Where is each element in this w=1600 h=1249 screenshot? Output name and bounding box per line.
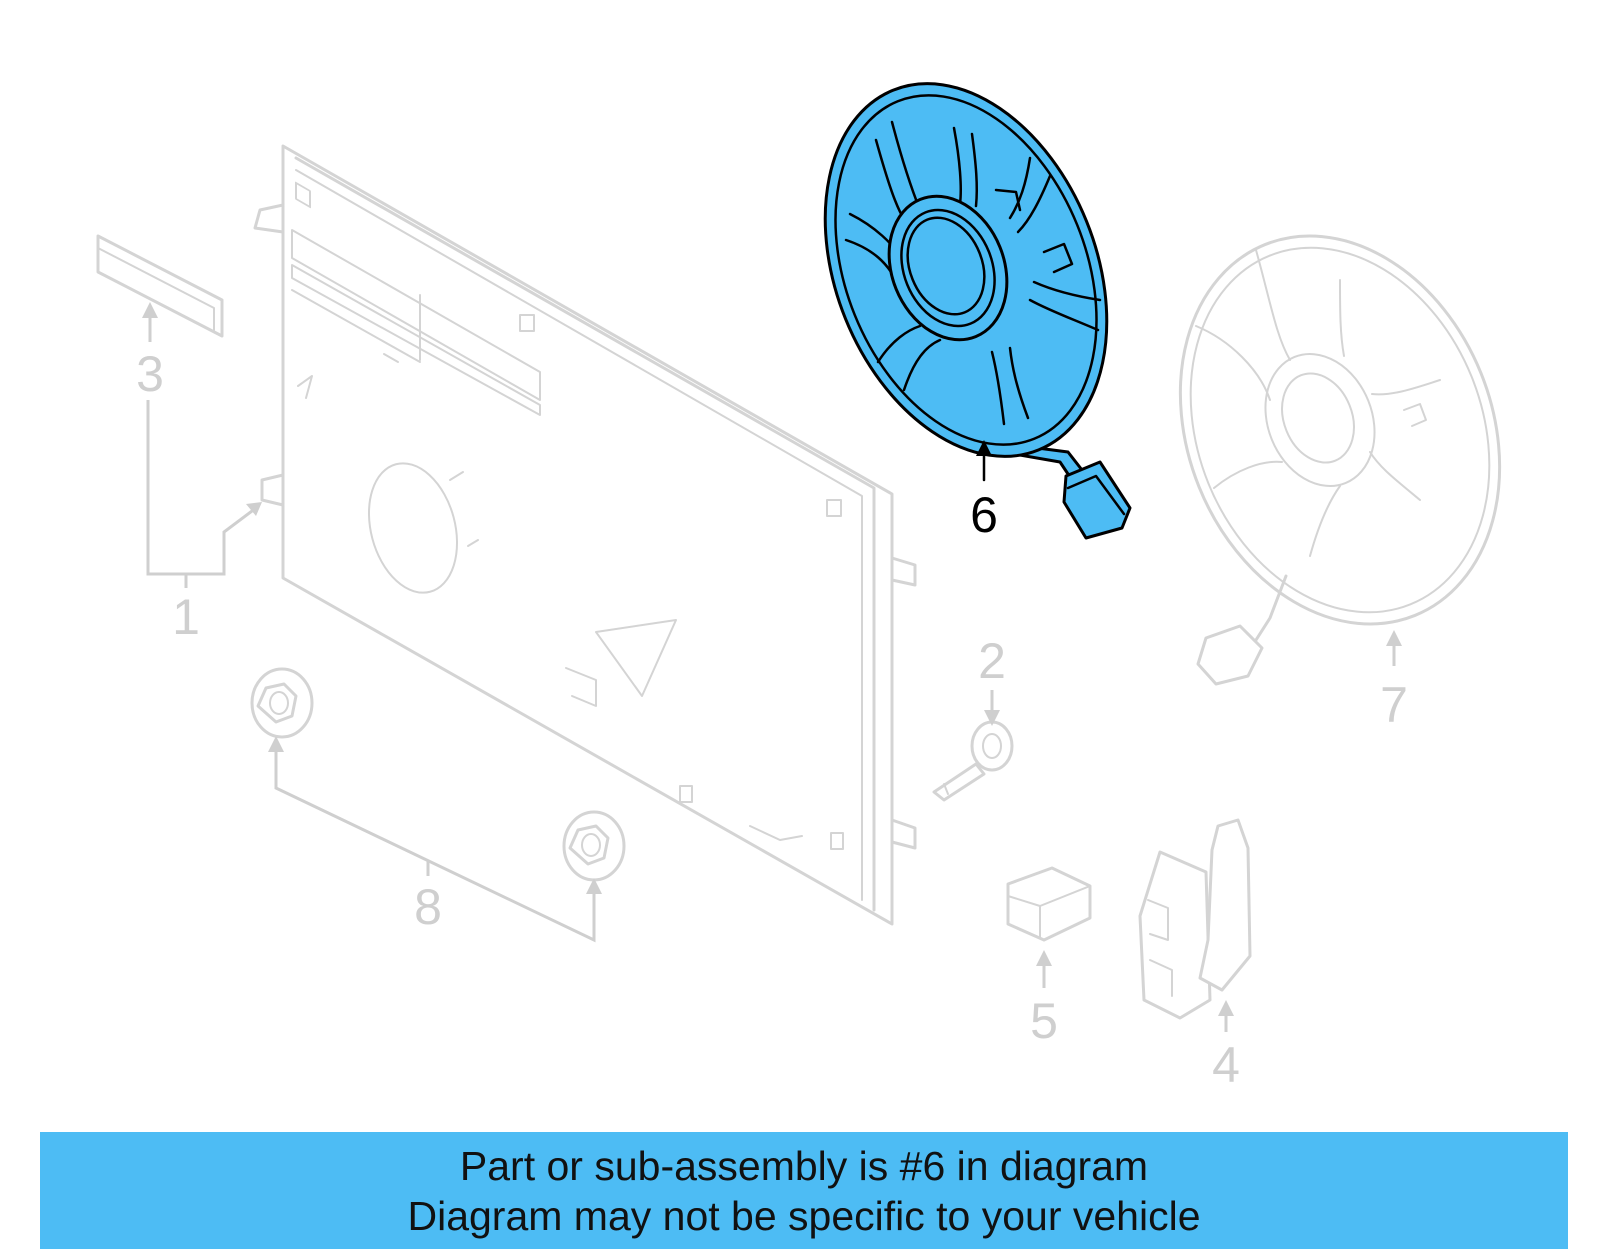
info-banner: Part or sub-assembly is #6 in diagram Di… — [40, 1132, 1568, 1249]
banner-line-part: Part or sub-assembly is #6 in diagram — [459, 1142, 1149, 1189]
part-1-frame — [146, 144, 917, 926]
callout-8: 8 — [414, 879, 442, 935]
part-2-bolt — [932, 690, 1014, 802]
callout-3: 3 — [136, 346, 164, 402]
callout-5: 5 — [1030, 993, 1058, 1049]
part-4-bracket — [1138, 818, 1252, 1032]
part-6-fan-highlighted — [823, 82, 1132, 540]
banner-line-disclaimer: Diagram may not be specific to your vehi… — [407, 1192, 1201, 1239]
part-3-seal — [96, 234, 224, 342]
part-5-clip — [1006, 866, 1092, 988]
callout-4: 4 — [1212, 1037, 1240, 1093]
callout-2: 2 — [978, 633, 1006, 689]
callout-6: 6 — [970, 487, 998, 543]
callout-7: 7 — [1380, 677, 1408, 733]
callout-1: 1 — [172, 589, 200, 645]
part-7-fan — [1178, 234, 1502, 686]
part-8-nuts — [250, 667, 626, 943]
